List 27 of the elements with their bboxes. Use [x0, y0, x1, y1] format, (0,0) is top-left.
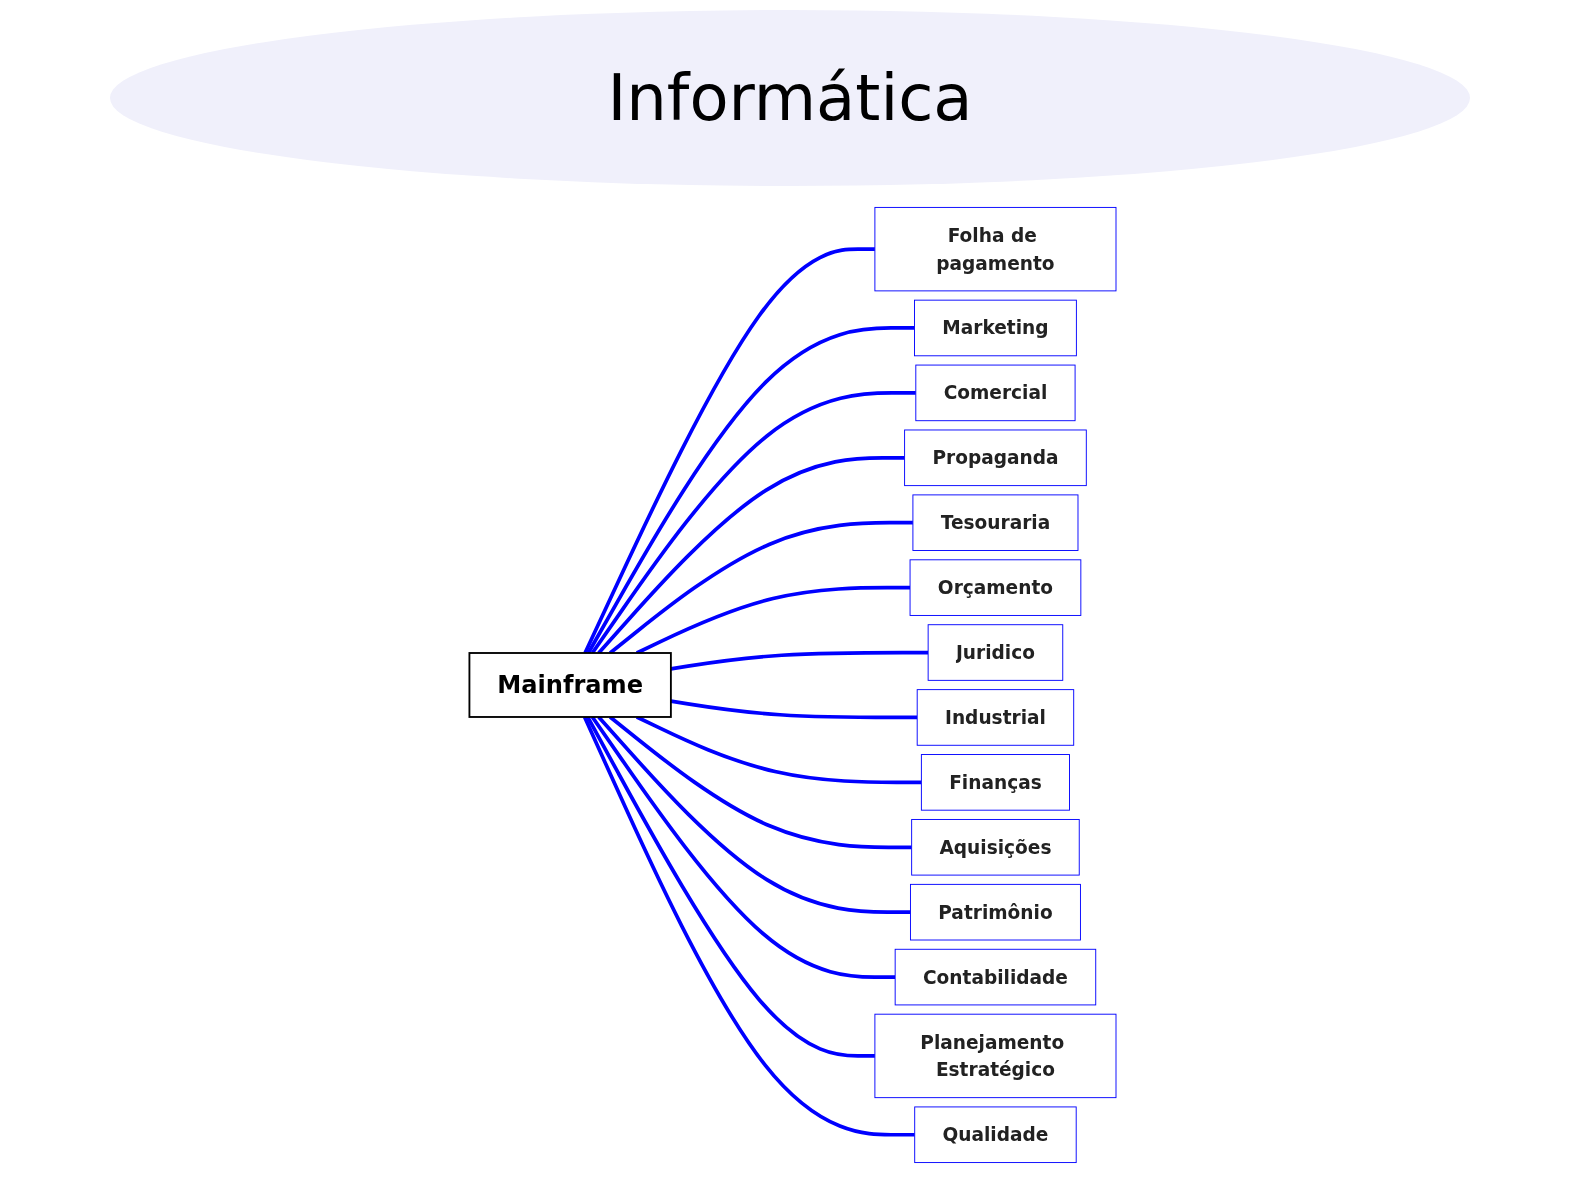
node-box: Tesouraria: [912, 494, 1079, 551]
connector: [609, 520, 914, 655]
node-box: Propaganda: [904, 429, 1088, 487]
connector: [597, 715, 911, 915]
node-box: Industrial: [917, 689, 1075, 746]
connector: [636, 715, 922, 785]
connector: [609, 715, 912, 850]
connector: [591, 715, 896, 979]
connector: [583, 247, 876, 654]
node-box: Qualidade: [914, 1106, 1077, 1164]
connector: [636, 585, 911, 655]
node-box: Orçamento: [909, 559, 1082, 616]
node-box: Finanças: [921, 754, 1071, 811]
connector: [597, 455, 905, 655]
node-box: Comercial: [915, 364, 1076, 422]
connector: [591, 391, 917, 655]
node-box: Aquisições: [911, 819, 1080, 876]
title: Informática: [110, 10, 1470, 186]
connector: [586, 716, 876, 1058]
node-box: Mainframe: [468, 652, 673, 718]
connector: [587, 326, 915, 654]
node-box: Folha de pagamento: [874, 206, 1117, 292]
connector: [583, 716, 915, 1137]
node-box: Planejamento Estratégico: [874, 1013, 1117, 1099]
node-box: Patrimônio: [910, 883, 1082, 941]
node-box: Contabilidade: [894, 948, 1097, 1006]
node-box: Marketing: [914, 299, 1078, 357]
